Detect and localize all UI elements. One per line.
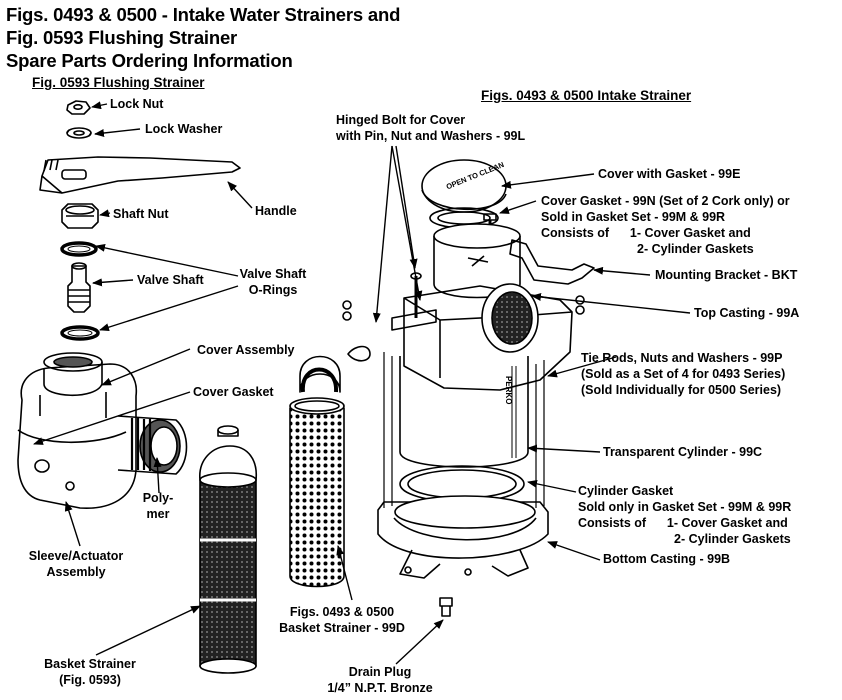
label-top-casting: Top Casting - 99A <box>694 306 800 320</box>
label-basket-strainer-0593: Basket Strainer (Fig. 0593) <box>28 656 152 688</box>
section-title-intake-strainer: Figs. 0493 & 0500 Intake Strainer <box>481 88 692 103</box>
label-transparent-cylinder: Transparent Cylinder - 99C <box>603 445 763 459</box>
upper-housing-part <box>433 223 521 299</box>
label-cover-gasket: Cover Gasket <box>193 385 274 399</box>
label-valve-shaft: Valve Shaft <box>137 273 204 287</box>
label-tie-rods-line-3: (Sold Individually for 0500 Series) <box>581 383 782 397</box>
label-cylinder-gasket-line-4: 2- Cylinder Gaskets <box>674 532 791 546</box>
label-cylinder-gasket-line-1: Cylinder Gasket <box>578 484 674 498</box>
label-valve-shaft-orings-line-2: O-Rings <box>248 283 298 297</box>
label-basket-strainer-99d-line-1: Figs. 0493 & 0500 <box>289 605 395 619</box>
label-cover-gasket-99n: Cover Gasket - 99N (Set of 2 Cork only) … <box>541 193 790 257</box>
bottom-casting-part <box>377 495 549 579</box>
label-hinged-bolt-line-2: with Pin, Nut and Washers - 99L <box>336 129 526 143</box>
label-cover-gasket-99n-line-1: Cover Gasket - 99N (Set of 2 Cork only) … <box>541 194 790 208</box>
label-cover-gasket-99n-line-4: 2- Cylinder Gaskets <box>637 242 754 256</box>
label-basket-strainer-99d: Figs. 0493 & 0500 Basket Strainer - 99D <box>262 604 422 636</box>
lock-nut-part <box>66 100 91 115</box>
transparent-cylinder-part <box>399 356 529 468</box>
brand-mark-text: PERKO <box>504 376 513 404</box>
title-line-3: Spare Parts Ordering Information <box>6 50 293 71</box>
label-tie-rods-line-1: Tie Rods, Nuts and Washers - 99P <box>581 351 783 365</box>
label-hinged-bolt: Hinged Bolt for Cover with Pin, Nut and … <box>336 112 525 144</box>
label-lock-nut: Lock Nut <box>110 97 164 111</box>
title-line-2: Fig. 0593 Flushing Strainer <box>6 27 238 48</box>
label-mounting-bracket: Mounting Bracket - BKT <box>655 268 798 282</box>
label-basket-strainer-0593-line-2: (Fig. 0593) <box>59 673 121 687</box>
label-tie-rods-line-2: (Sold as a Set of 4 for 0493 Series) <box>581 367 786 381</box>
label-cover-assembly: Cover Assembly <box>197 343 295 357</box>
mounting-bracket-part <box>509 239 595 285</box>
cover-with-gasket-part <box>421 159 507 229</box>
label-sleeve-actuator-line-1: Sleeve/Actuator <box>28 549 124 563</box>
label-valve-shaft-orings-line-1: Valve Shaft <box>239 267 307 281</box>
label-cylinder-gasket: Cylinder Gasket Sold only in Gasket Set … <box>578 483 791 547</box>
basket-strainer-99d-part <box>289 355 345 588</box>
label-drain-plug-line-2: 1/4” N.P.T. Bronze <box>327 681 433 695</box>
lock-washer-part <box>66 127 92 139</box>
label-cylinder-gasket-line-2: Sold only in Gasket Set - 99M & 99R <box>578 500 792 514</box>
label-bottom-casting: Bottom Casting - 99B <box>603 552 731 566</box>
label-basket-strainer-0593-line-1: Basket Strainer <box>44 657 136 671</box>
label-lock-washer: Lock Washer <box>145 122 223 136</box>
label-shaft-nut: Shaft Nut <box>113 207 169 221</box>
label-drain-plug: Drain Plug 1/4” N.P.T. Bronze <box>300 664 460 696</box>
label-polymer-line-1: Poly- <box>142 491 174 505</box>
drain-plug-part <box>439 597 453 617</box>
label-hinged-bolt-line-1: Hinged Bolt for Cover <box>336 113 466 127</box>
section-title-flushing-strainer: Fig. 0593 Flushing Strainer <box>32 75 205 90</box>
label-basket-strainer-99d-line-2: Basket Strainer - 99D <box>279 621 405 635</box>
handle-part <box>39 156 241 194</box>
shaft-nut-part <box>61 203 99 229</box>
top-casting-part <box>403 283 585 391</box>
label-polymer-line-2: mer <box>146 507 170 521</box>
label-valve-shaft-orings: Valve Shaft O-Rings <box>230 266 316 298</box>
sleeve-actuator-body <box>17 352 188 509</box>
label-cover-with-gasket: Cover with Gasket - 99E <box>598 167 741 181</box>
label-polymer: Poly- mer <box>136 490 180 522</box>
valve-shaft-part <box>67 262 91 313</box>
title-line-1: Figs. 0493 & 0500 - Intake Water Straine… <box>6 4 401 25</box>
label-handle: Handle <box>255 204 297 218</box>
label-cover-gasket-99n-line-3: Consists of 1- Cover Gasket and <box>541 226 751 240</box>
label-drain-plug-line-1: Drain Plug <box>348 665 412 679</box>
label-tie-rods: Tie Rods, Nuts and Washers - 99P (Sold a… <box>581 350 785 398</box>
label-sleeve-actuator: Sleeve/Actuator Assembly <box>14 548 138 580</box>
label-cylinder-gasket-line-3: Consists of 1- Cover Gasket and <box>578 516 788 530</box>
label-cover-gasket-99n-line-2: Sold in Gasket Set - 99M & 99R <box>541 210 726 224</box>
hinged-bolt-part <box>342 272 437 362</box>
label-sleeve-actuator-line-2: Assembly <box>46 565 106 579</box>
basket-strainer-0593-part <box>199 425 257 674</box>
